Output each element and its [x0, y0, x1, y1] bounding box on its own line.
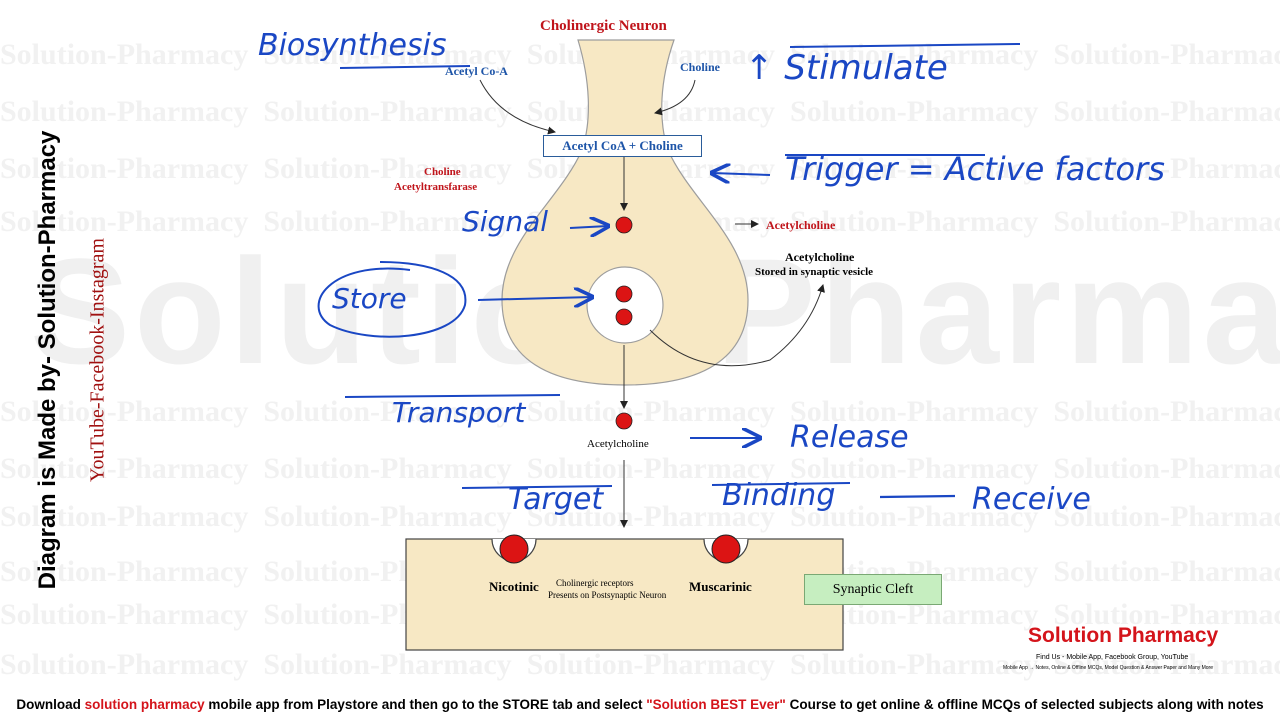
footer-promo: Download solution pharmacy mobile app fr…: [0, 697, 1280, 712]
brand-details: Mobile App → Notes, Online & Offline MCQ…: [1003, 665, 1214, 671]
arrow-choline: [654, 79, 696, 116]
ach-dot-vesicle: [615, 308, 633, 326]
released-acetylcholine-label: Acetylcholine: [587, 438, 649, 450]
handwriting-store: Store: [332, 282, 407, 315]
stroke-stimulate-line: [789, 43, 1021, 48]
stroke-transport-line: [344, 394, 561, 398]
brand-name: Solution Pharmacy: [1028, 624, 1219, 647]
stroke-binding-line: [711, 482, 851, 486]
choline-label: Choline: [680, 60, 721, 74]
handwriting-target: Target: [508, 482, 604, 517]
footer-part1: Download: [16, 697, 81, 712]
ach-dot-synthesized: [615, 216, 633, 234]
handwriting-release: Release: [790, 420, 909, 455]
stroke-dash: [879, 494, 956, 499]
acetylcholine-label: Acetylcholine: [766, 218, 836, 232]
handwriting-transport: Transport: [392, 396, 526, 429]
vesicle-label-line1: Acetylcholine: [785, 250, 855, 264]
stroke-target-line: [461, 485, 613, 489]
ach-dot-released: [615, 412, 633, 430]
receptors-line1: Cholinergic receptors: [556, 578, 634, 588]
stroke-store-loop: [317, 261, 467, 338]
footer-course-name: "Solution BEST Ever": [646, 697, 786, 712]
synaptic-cleft-label: Synaptic Cleft: [804, 574, 942, 605]
arrow-acetyl-coa: [479, 79, 556, 135]
stroke-trigger-arrow: [712, 173, 771, 175]
handwriting-trigger: Trigger = Active factors: [785, 150, 1165, 188]
muscarinic-receptor-dot: [711, 534, 741, 564]
watermark-row: Solution-Pharmacy Solution-Pharmacy Solu…: [0, 555, 1280, 588]
handwriting-binding: Binding: [722, 478, 836, 513]
brand-find-us: Find Us - Mobile App, Facebook Group, Yo…: [1036, 654, 1189, 661]
handwriting-biosynthesis: Biosynthesis: [258, 28, 447, 63]
nicotinic-receptor-dot: [499, 534, 529, 564]
acetyl-coa-label: Acetyl Co-A: [445, 64, 508, 78]
vesicle-label-line2: Stored in synaptic vesicle: [755, 266, 874, 278]
watermark-row: Solution-Pharmacy Solution-Pharmacy Solu…: [0, 395, 1280, 428]
ach-dot-vesicle: [615, 285, 633, 303]
footer-app-name: solution pharmacy: [84, 697, 205, 712]
muscarinic-label: Muscarinic: [689, 579, 752, 594]
enzyme-label-line1: Choline: [424, 166, 461, 178]
footer-part3: mobile app from Playstore and then go to…: [208, 697, 643, 712]
stroke-store-arrow: [477, 297, 592, 300]
diagram-title: Cholinergic Neuron: [540, 18, 667, 34]
handwriting-receive: Receive: [972, 482, 1091, 517]
handwriting-stimulate: ↑ Stimulate: [745, 48, 948, 88]
arrow-to-vesicle-label: [649, 284, 825, 367]
footer-part5: Course to get online & offline MCQs of s…: [789, 697, 1264, 712]
handwriting-signal: Signal: [462, 205, 549, 238]
receptors-line2: Presents on Postsynaptic Neuron: [548, 590, 667, 600]
nicotinic-label: Nicotinic: [489, 579, 539, 594]
stroke-biosynthesis-underline: [339, 65, 471, 69]
watermark-row: Solution-Pharmacy Solution-Pharmacy Solu…: [0, 500, 1280, 533]
enzyme-label-line2: Acetyltransfarase: [394, 181, 478, 193]
acetyl-coa-choline-box: Acetyl CoA + Choline: [543, 135, 702, 157]
stroke-signal-arrow: [569, 226, 608, 228]
watermark-row: Solution-Pharmacy Solution-Pharmacy Solu…: [0, 648, 1280, 681]
watermark-row: Solution-Pharmacy Solution-Pharmacy Solu…: [0, 452, 1280, 485]
